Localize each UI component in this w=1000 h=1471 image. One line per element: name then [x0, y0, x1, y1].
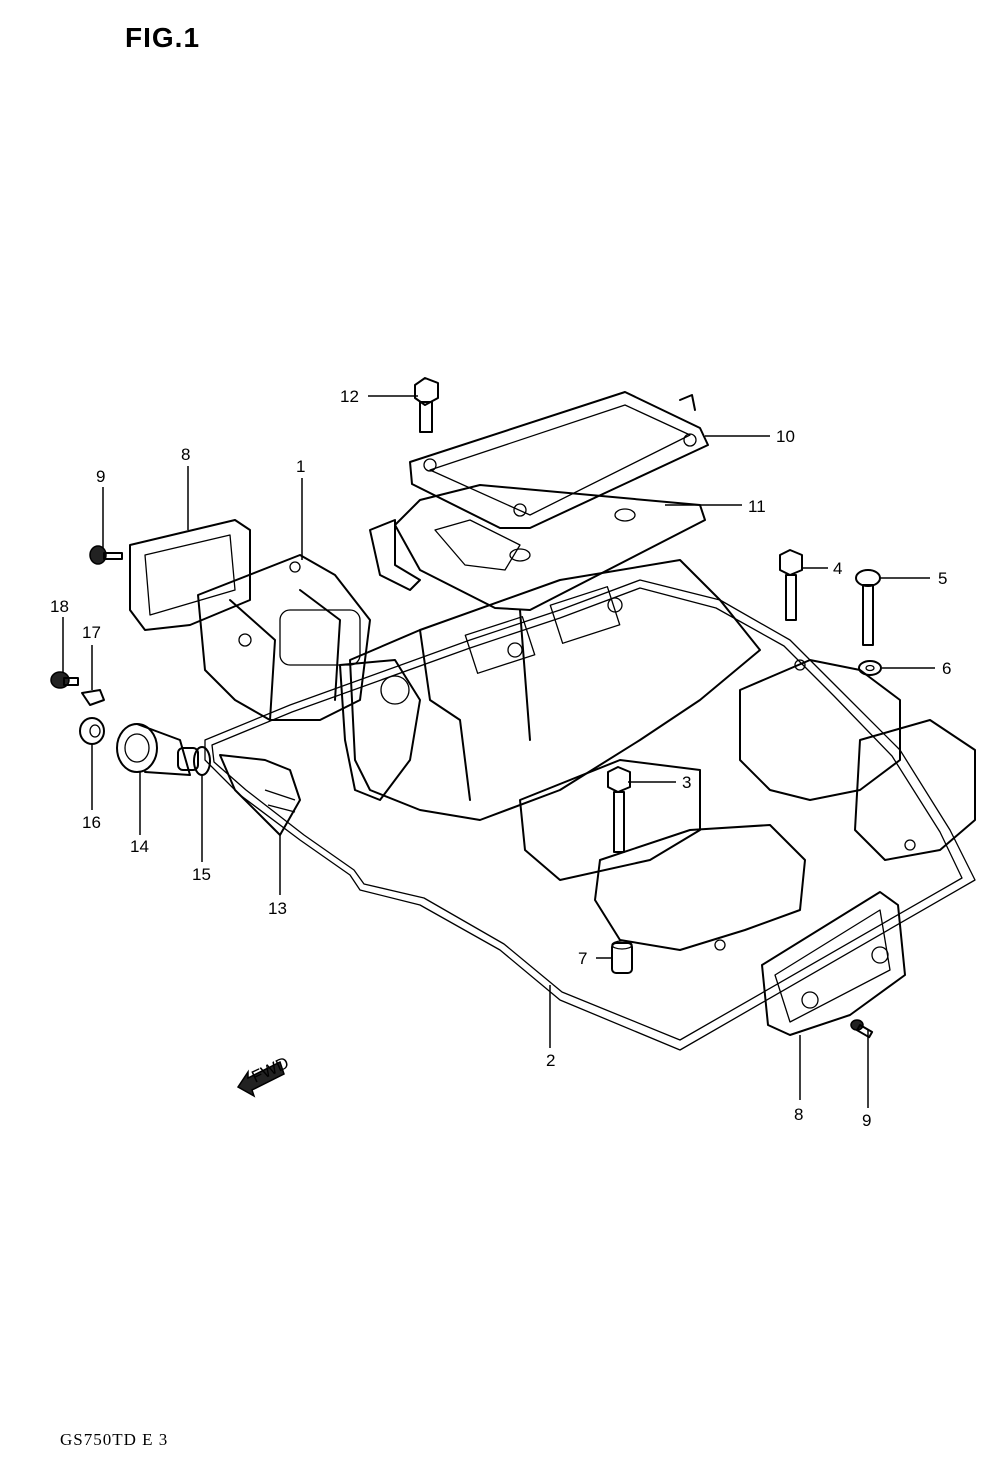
- cap-16: [79, 717, 105, 745]
- callout-labels: 12 10 11 4 5 6 3 7 1 8 9 18 17 16 14 15 …: [50, 387, 951, 1130]
- top-cover-10: [409, 391, 709, 529]
- callout-10: 10: [776, 427, 795, 446]
- clip-17: [81, 689, 105, 706]
- callout-14: 14: [130, 837, 149, 856]
- bolt-4: [779, 549, 803, 621]
- cylinder-head-left: [197, 554, 371, 721]
- callout-7: 7: [578, 949, 587, 968]
- leader-lines: [62, 395, 935, 1108]
- callout-11: 11: [748, 497, 766, 516]
- figure-title: FIG.1: [125, 22, 201, 53]
- callout-9-upper: 9: [96, 467, 105, 486]
- callout-16: 16: [82, 813, 101, 832]
- callout-12: 12: [340, 387, 359, 406]
- callout-9-lower: 9: [862, 1111, 871, 1130]
- cylinder-head-right: [519, 659, 976, 951]
- model-code: GS750TD E 3: [60, 1430, 169, 1449]
- callout-5: 5: [938, 569, 947, 588]
- gasket-outline: [204, 579, 976, 1051]
- screw-9-upper: [89, 545, 123, 565]
- fwd-arrow: FWD: [236, 1053, 292, 1098]
- top-gasket-11: [369, 484, 706, 611]
- callout-6: 6: [942, 659, 951, 678]
- sensor-13: [219, 754, 301, 836]
- washer-6: [858, 660, 882, 676]
- head-cover-8-left: [129, 519, 251, 631]
- callout-17: 17: [82, 623, 101, 642]
- sleeve-14: [116, 723, 199, 776]
- screw-9-lower: [850, 1019, 874, 1039]
- bolt-18: [50, 671, 79, 689]
- callout-1: 1: [296, 457, 305, 476]
- callout-18: 18: [50, 597, 69, 616]
- bolt-3: [607, 766, 631, 853]
- callout-2: 2: [546, 1051, 555, 1070]
- bolt-5: [855, 569, 881, 646]
- head-cover-8-right: [761, 891, 906, 1036]
- crankcase-body: [339, 559, 761, 821]
- callout-8-upper: 8: [181, 445, 190, 464]
- bolt-12: [414, 377, 439, 433]
- callout-4: 4: [833, 559, 842, 578]
- callout-15: 15: [192, 865, 211, 884]
- callout-13: 13: [268, 899, 287, 918]
- callout-8-lower: 8: [794, 1105, 803, 1124]
- callout-3: 3: [682, 773, 691, 792]
- dowel-pin-7: [611, 940, 633, 974]
- o-ring-15: [193, 746, 211, 776]
